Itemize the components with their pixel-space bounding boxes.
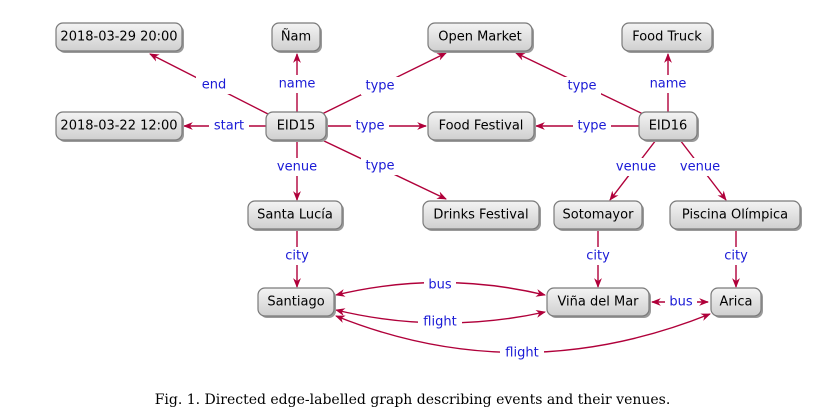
node-open-market-label: Open Market [438, 30, 522, 45]
node-santa-lucia-label: Santa Lucía [257, 208, 333, 223]
node-vina-del-mar: Viña del Mar [546, 287, 651, 318]
edge-label-bus-vina-arica: bus [669, 295, 692, 310]
node-eid15: EID15 [265, 111, 328, 142]
node-food-festival: Food Festival [427, 111, 536, 142]
node-vina-del-mar-label: Viña del Mar [557, 295, 639, 310]
edge-label-type-eid16-food-festival: type [577, 119, 606, 134]
edge-label-type-eid15-open-market: type [365, 79, 394, 94]
edge-label-venue-eid15: venue [277, 160, 317, 175]
node-food-truck-label: Food Truck [632, 30, 702, 45]
edge-label-flight-santiago-vina: flight [423, 315, 456, 330]
node-food-festival-label: Food Festival [439, 119, 524, 134]
node-drinks-festival-label: Drinks Festival [433, 208, 528, 223]
edge-labels: end name type start type venue type type… [196, 75, 754, 362]
node-eid16: EID16 [638, 111, 699, 142]
edge-label-type-eid15-food-festival: type [355, 119, 384, 134]
edge-label-type-eid16-open-market: type [567, 79, 596, 94]
node-arica-label: Arica [720, 295, 753, 310]
node-santiago-label: Santiago [267, 295, 324, 310]
node-arica: Arica [710, 287, 763, 318]
edge-label-start: start [214, 119, 244, 134]
edge-label-flight-santiago-arica: flight [505, 346, 538, 361]
edge-label-city-piscina: city [724, 249, 748, 264]
node-nam: Ñam [271, 22, 322, 53]
edge-label-venue-eid16-piscina: venue [680, 160, 720, 175]
node-piscina-olimpica: Piscina Olímpica [669, 200, 802, 231]
node-open-market: Open Market [427, 22, 534, 53]
node-drinks-festival: Drinks Festival [422, 200, 541, 231]
node-date-end: 2018-03-29 20:00 [55, 22, 184, 53]
node-date-end-label: 2018-03-29 20:00 [60, 30, 177, 45]
node-piscina-olimpica-label: Piscina Olímpica [682, 208, 788, 223]
edge-label-city-santa-lucia: city [285, 249, 309, 264]
edge-label-type-eid15-drinks-festival: type [365, 159, 394, 174]
edge-label-bus-santiago-vina: bus [428, 278, 451, 293]
node-date-start: 2018-03-22 12:00 [55, 111, 184, 142]
node-sotomayor-label: Sotomayor [563, 208, 635, 223]
nodes: 2018-03-29 20:00 Ñam Open Market Food Tr… [55, 22, 802, 318]
node-santiago: Santiago [257, 287, 336, 318]
node-sotomayor: Sotomayor [553, 200, 644, 231]
node-date-start-label: 2018-03-22 12:00 [60, 119, 177, 134]
edge-label-end: end [202, 78, 227, 93]
edge-label-name-eid16: name [650, 77, 687, 92]
node-eid16-label: EID16 [649, 119, 688, 134]
edge-label-venue-eid16-sotomayor: venue [616, 160, 656, 175]
node-nam-label: Ñam [281, 29, 311, 45]
figure-caption: Fig. 1. Directed edge-labelled graph des… [154, 392, 671, 408]
edge-label-name-eid15: name [279, 77, 316, 92]
node-santa-lucia: Santa Lucía [247, 200, 344, 231]
node-food-truck: Food Truck [621, 22, 714, 53]
node-eid15-label: EID15 [277, 119, 316, 134]
edge-label-city-sotomayor: city [586, 249, 610, 264]
